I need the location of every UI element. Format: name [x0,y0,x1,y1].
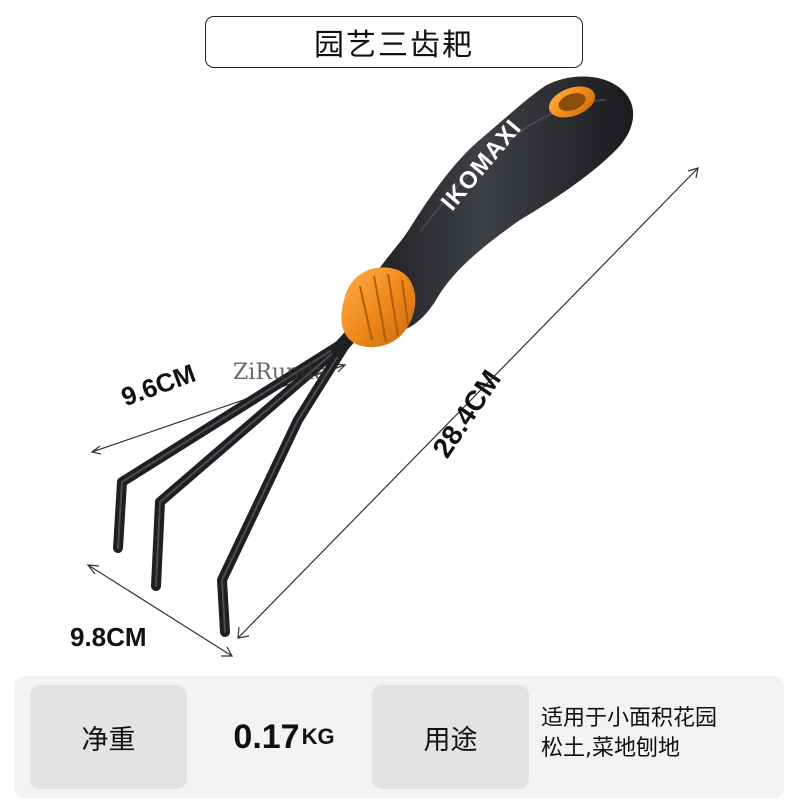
dimension-line-length [237,167,699,639]
dimension-line-tines [86,564,234,657]
hanging-hole [548,86,596,118]
handle-collar [341,267,416,348]
weight-unit: KG [301,724,335,749]
tine-width-label: 9.8CM [70,622,147,652]
weight-label: 净重 [30,685,187,789]
usage-line-2: 松土,菜地刨地 [541,736,680,761]
usage-label: 用途 [372,685,529,789]
weight-number: 0.17 [233,717,300,756]
usage-line-1: 适用于小面积花园 [541,706,718,731]
product-title: 园艺三齿耙 [205,16,583,68]
watermark-text: ZiRunda [233,360,328,385]
usage-description: 适用于小面积花园 松土,菜地刨地 [541,704,771,764]
rake-handle [358,76,634,332]
rake-tines [113,335,353,637]
garden-rake-illustration: IKOMAXI [86,76,699,657]
